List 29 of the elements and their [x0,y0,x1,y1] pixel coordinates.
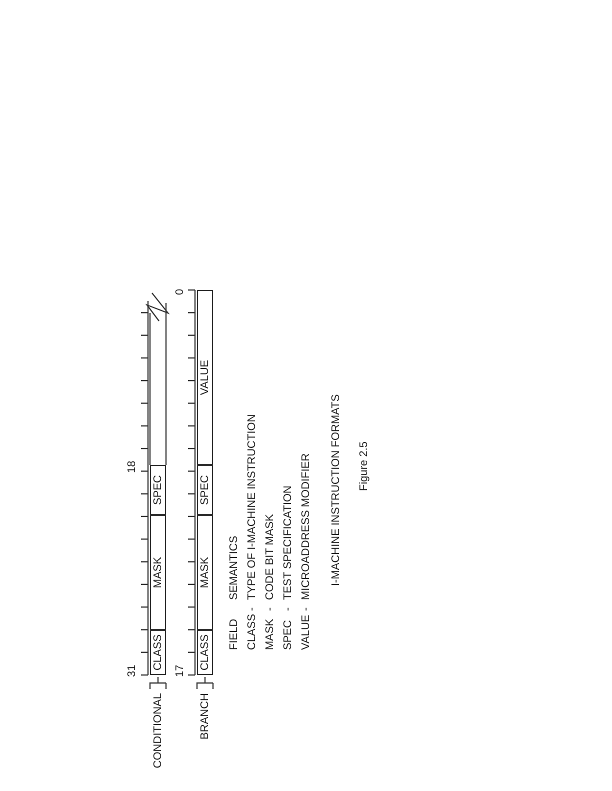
field-description: TEST SPECIFICATION [282,486,294,600]
field-cell: SPEC [197,465,213,515]
field-description: TYPE OF I-MACHINE INSTRUCTION [246,414,258,600]
format-name: BRANCH [199,693,211,740]
bit-number: 31 [126,664,138,677]
field-cell: CLASS [197,630,213,675]
dash-separator: - [246,607,258,611]
field-cell: MASK [197,515,213,630]
field-name: CLASS [246,614,258,650]
field-cell: MASK [150,515,166,630]
figure-title: I-MACHINE INSTRUCTION FORMATS [330,394,342,586]
table-heading: FIELD [228,618,240,650]
field-name: SPEC [282,620,294,650]
field-description: MICROADDRESS MODIFIER [300,453,312,600]
field-cell: SPEC [150,465,166,515]
bit-number: 18 [126,460,138,473]
bit-number: 17 [174,664,186,677]
field-description: CODE BIT MASK [264,514,276,600]
field-name: VALUE [300,614,312,650]
field-cell: VALUE [197,290,213,465]
bit-number: 0 [174,288,186,295]
figure-caption: Figure 2.5 [358,441,370,491]
field-name: MASK [264,618,276,650]
dash-separator: - [264,607,276,611]
dash-separator: - [282,607,294,611]
format-name: CONDITIONAL [152,693,164,768]
dash-separator: - [300,607,312,611]
table-heading: SEMANTICS [228,536,240,600]
field-cell: CLASS [150,630,166,675]
